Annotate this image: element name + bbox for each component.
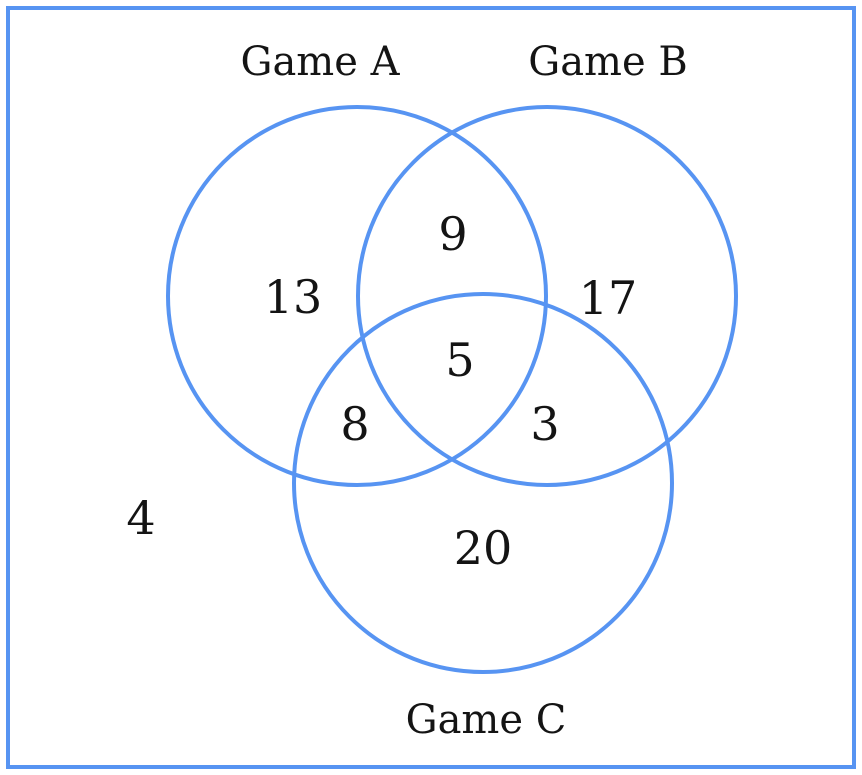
region-value-a-and-b: 9 [438,207,467,261]
region-value-a-only: 13 [264,270,323,324]
region-value-outside: 4 [126,491,155,545]
set-label-game-b: Game B [528,39,688,85]
region-value-a-b-c-center: 5 [445,333,474,387]
region-value-b-and-c: 3 [530,397,559,451]
set-label-game-c: Game C [406,697,567,743]
venn-circle-game-c [292,292,674,674]
region-value-a-and-c: 8 [340,397,369,451]
region-value-c-only: 20 [454,521,513,575]
region-value-b-only: 17 [579,271,638,325]
set-label-game-a: Game A [240,39,400,85]
venn-circle-game-b [356,105,738,487]
venn-circle-game-a [166,105,548,487]
diagram-frame-border [6,6,856,769]
